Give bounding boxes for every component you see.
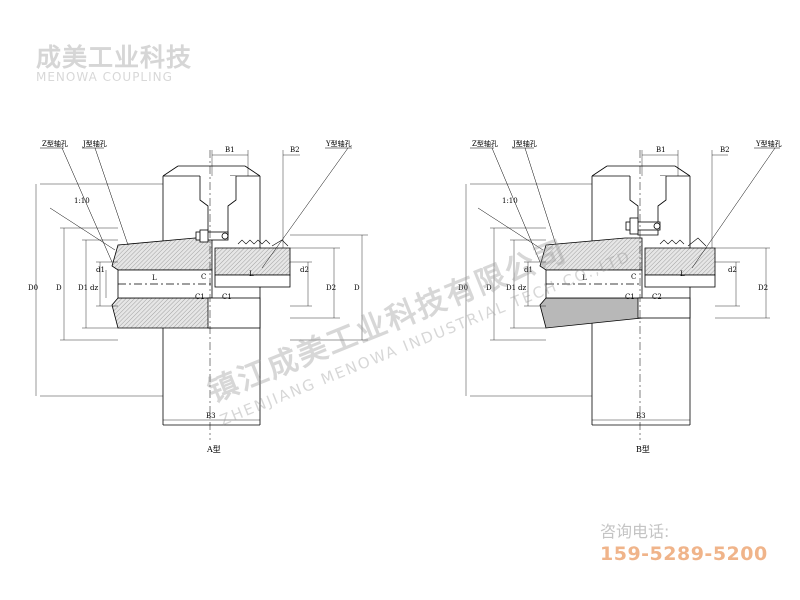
bore-right-a bbox=[214, 274, 291, 288]
dim-dz-b: dz bbox=[518, 284, 526, 292]
hub-left-lower-a bbox=[111, 297, 213, 329]
dim-d0-a: D0 bbox=[28, 284, 38, 292]
dim-b3-b: B3 bbox=[636, 412, 646, 420]
dim-b1-a: B1 bbox=[225, 146, 235, 154]
dim-d2-b: d2 bbox=[728, 266, 737, 274]
caption-b: B型 bbox=[636, 445, 650, 454]
taper-a: 1:10 bbox=[74, 197, 90, 205]
dim-d1-small-b: d1 bbox=[524, 266, 533, 274]
dim-d2-a: d2 bbox=[300, 266, 309, 274]
caption-a: A型 bbox=[206, 445, 221, 454]
label-z-bore-a: Z型轴孔 bbox=[42, 139, 68, 148]
brand-logo: 成美工业科技 bbox=[36, 43, 193, 72]
dim-c1-b: C1 bbox=[625, 293, 635, 301]
dim-b2-a: B2 bbox=[290, 146, 300, 154]
drawing-a-labels: Z型轴孔 J型轴孔 Y型轴孔 1:10 B1 B2 B3 D0 D D1 dz … bbox=[28, 139, 360, 454]
dim-d1-b: D1 bbox=[506, 284, 516, 292]
hub-left-lower-b bbox=[539, 297, 643, 329]
dim-l1-b: L bbox=[582, 274, 587, 282]
dim-c2-a: C1 bbox=[222, 293, 232, 301]
dim-c2-b: C2 bbox=[652, 293, 662, 301]
brand-subtitle: MENOWA COUPLING bbox=[36, 70, 173, 84]
dim-dz-a: dz bbox=[90, 284, 98, 292]
dim-d0-b: D0 bbox=[458, 284, 468, 292]
sleeve-flange-b bbox=[629, 176, 667, 236]
dim-b3-a: B3 bbox=[206, 412, 216, 420]
contact-phone: 159-5289-5200 bbox=[600, 543, 768, 565]
dim-b2-b: B2 bbox=[720, 146, 730, 154]
label-z-bore-b: Z型轴孔 bbox=[472, 139, 498, 148]
dim-d2-big-b: D2 bbox=[758, 284, 768, 292]
dim-c-a: C bbox=[201, 273, 206, 281]
sleeve-flange-a bbox=[199, 176, 237, 236]
dim-c-b: C bbox=[631, 273, 636, 281]
contact-label: 咨询电话: bbox=[600, 522, 670, 541]
dim-c1-a: C1 bbox=[195, 293, 205, 301]
dim-d2-big-a: D2 bbox=[326, 284, 336, 292]
dim-b1-b: B1 bbox=[656, 146, 666, 154]
dim-d1-small-a: d1 bbox=[96, 266, 105, 274]
drawing-b-labels: Z型轴孔 J型轴孔 Y型轴孔 1:10 B1 B2 B3 D0 D D1 dz … bbox=[458, 139, 782, 454]
label-y-bore-b: Y型轴孔 bbox=[755, 139, 782, 148]
dim-l2-b: L bbox=[680, 270, 685, 278]
drawing-a bbox=[35, 147, 368, 440]
label-y-bore-a: Y型轴孔 bbox=[325, 139, 352, 148]
dim-d3-a: D bbox=[354, 284, 360, 292]
label-j-bore-b: J型轴孔 bbox=[512, 139, 537, 148]
dim-d-a: D bbox=[56, 284, 62, 292]
taper-b: 1:10 bbox=[502, 197, 518, 205]
dim-d-b: D bbox=[486, 284, 492, 292]
bore-right-b bbox=[644, 274, 716, 288]
dim-d1-a: D1 bbox=[78, 284, 88, 292]
dim-l1-a: L bbox=[152, 274, 157, 282]
label-j-bore-a: J型轴孔 bbox=[82, 139, 107, 148]
dim-l2-a: L bbox=[249, 270, 254, 278]
drawing-b bbox=[465, 147, 780, 440]
bore-a bbox=[117, 269, 213, 299]
